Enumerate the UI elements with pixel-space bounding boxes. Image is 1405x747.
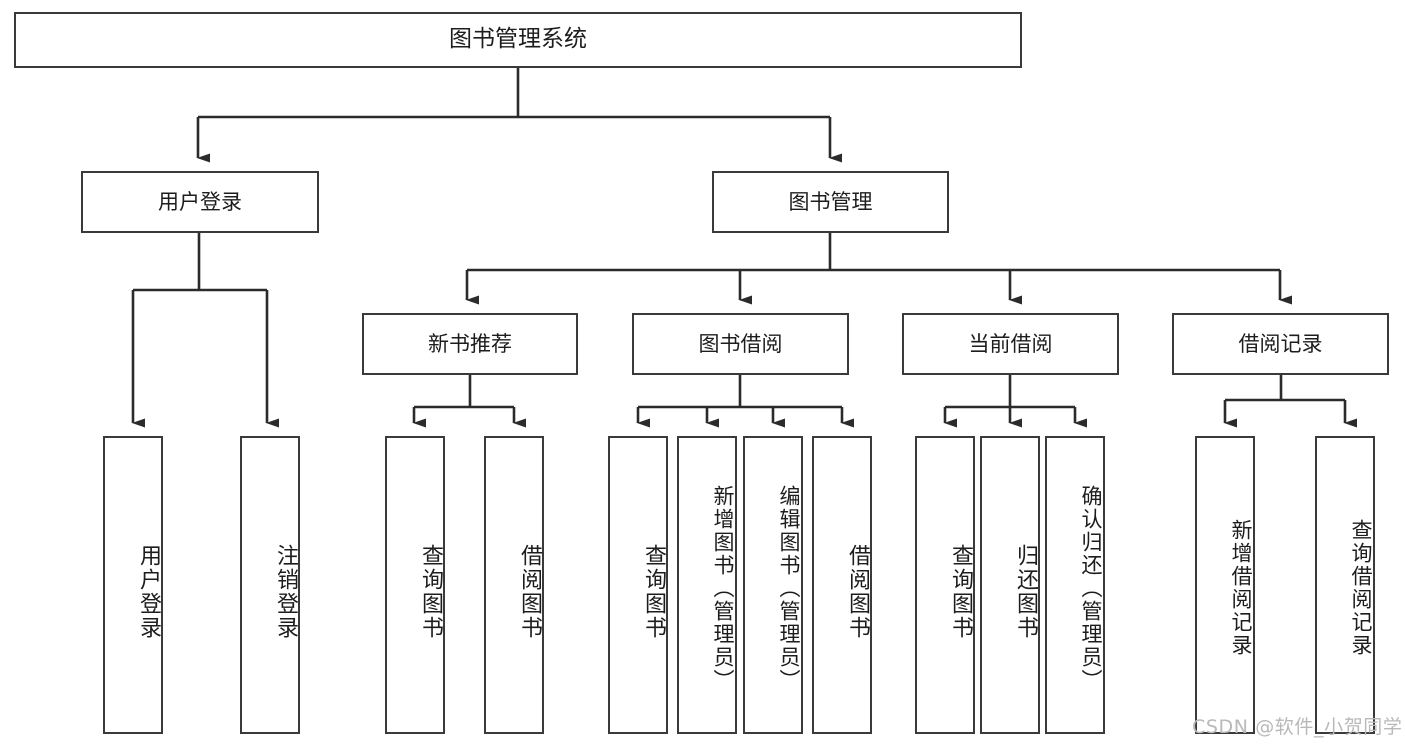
node-label: 查询图书 bbox=[948, 544, 973, 640]
node-label: 图书管理系统 bbox=[449, 26, 587, 53]
csdn-watermark: CSDN @软件_小贺同学 bbox=[1192, 712, 1403, 739]
leaf-borrow-add-book-admin[interactable]: 新增图书（管理员） bbox=[677, 436, 737, 734]
node-label: 借阅记录 bbox=[1238, 331, 1323, 356]
node-new-book-recommend[interactable]: 新书推荐 bbox=[362, 313, 578, 375]
leaf-record-query-record[interactable]: 查询借阅记录 bbox=[1315, 436, 1375, 734]
node-label: 查询借阅记录 bbox=[1349, 519, 1373, 657]
node-current-borrow[interactable]: 当前借阅 bbox=[902, 313, 1119, 375]
node-label: 新书推荐 bbox=[428, 331, 512, 356]
leaf-current-query-book[interactable]: 查询图书 bbox=[915, 436, 975, 734]
leaf-current-return-book[interactable]: 归还图书 bbox=[980, 436, 1040, 734]
node-label: 查询图书 bbox=[418, 544, 443, 640]
watermark-text: CSDN @软件_小贺同学 bbox=[1192, 716, 1403, 738]
node-label: 新增图书（管理员） bbox=[711, 484, 735, 692]
leaf-borrow-edit-book-admin[interactable]: 编辑图书（管理员） bbox=[743, 436, 803, 734]
node-book-borrow[interactable]: 图书借阅 bbox=[632, 313, 849, 375]
leaf-borrow-borrow-book[interactable]: 借阅图书 bbox=[812, 436, 872, 734]
node-label: 图书借阅 bbox=[698, 331, 783, 356]
node-book-management[interactable]: 图书管理 bbox=[712, 171, 949, 233]
leaf-user-login-login[interactable]: 用户登录 bbox=[103, 436, 163, 734]
node-label: 当前借阅 bbox=[968, 331, 1053, 356]
node-label: 新增借阅记录 bbox=[1229, 519, 1253, 657]
leaf-borrow-query-book[interactable]: 查询图书 bbox=[608, 436, 668, 734]
node-label: 注销登录 bbox=[273, 544, 298, 640]
node-label: 用户登录 bbox=[136, 544, 161, 640]
node-user-login[interactable]: 用户登录 bbox=[81, 171, 319, 233]
node-label: 用户登录 bbox=[158, 189, 242, 214]
leaf-user-login-logout[interactable]: 注销登录 bbox=[240, 436, 300, 734]
leaf-record-add-record[interactable]: 新增借阅记录 bbox=[1195, 436, 1255, 734]
leaf-current-confirm-return-admin[interactable]: 确认归还（管理员） bbox=[1045, 436, 1105, 734]
node-label: 借阅图书 bbox=[517, 544, 542, 640]
node-root-system[interactable]: 图书管理系统 bbox=[14, 12, 1022, 68]
node-label: 确认归还（管理员） bbox=[1079, 484, 1103, 692]
leaf-new-book-query[interactable]: 查询图书 bbox=[385, 436, 445, 734]
node-label: 编辑图书（管理员） bbox=[777, 484, 801, 692]
node-label: 借阅图书 bbox=[845, 544, 870, 640]
node-borrow-record[interactable]: 借阅记录 bbox=[1172, 313, 1389, 375]
node-label: 归还图书 bbox=[1013, 544, 1038, 640]
leaf-new-book-borrow[interactable]: 借阅图书 bbox=[484, 436, 544, 734]
node-label: 图书管理 bbox=[788, 189, 873, 214]
node-label: 查询图书 bbox=[641, 544, 666, 640]
